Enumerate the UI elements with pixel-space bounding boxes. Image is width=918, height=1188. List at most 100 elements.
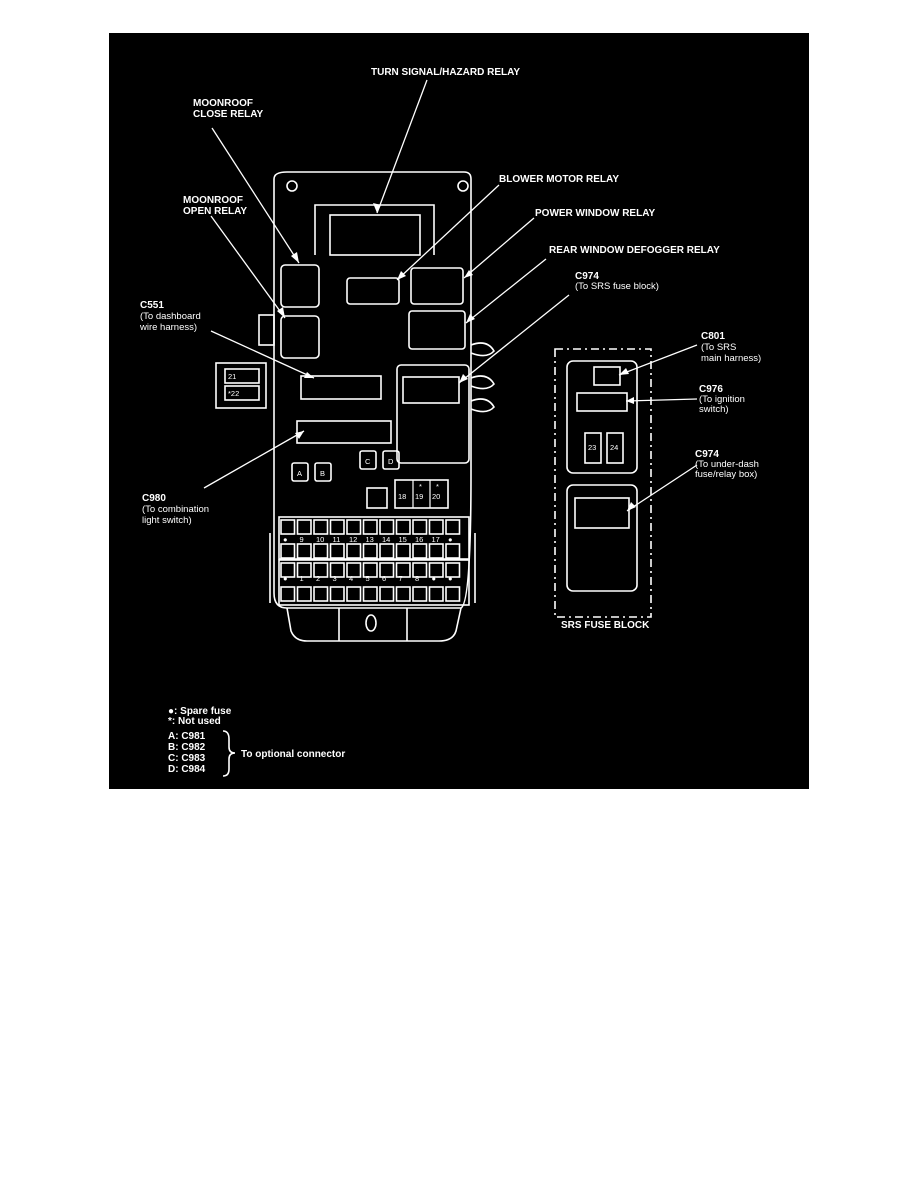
label-c976-desc-line2: switch) bbox=[699, 404, 729, 415]
blower-motor-relay bbox=[346, 277, 400, 305]
label-c974-right-code: C974 bbox=[695, 449, 719, 460]
leader-lines bbox=[203, 79, 698, 512]
label-c976-desc-line1: (To ignition bbox=[699, 394, 745, 405]
label-c974-right-desc-line1: (To under-dash bbox=[695, 459, 759, 470]
fuse-block-18-20 bbox=[394, 479, 449, 509]
c801-connector bbox=[593, 366, 621, 386]
fuse-slot bbox=[362, 543, 378, 559]
fuse-slot bbox=[280, 562, 296, 578]
c976-connector bbox=[576, 392, 628, 412]
mount-hole-left bbox=[286, 180, 298, 192]
label-c801-desc-line1: (To SRS bbox=[701, 342, 736, 353]
fuse-number-labels: 18 19 20 * * 21 *22 23 24 A B C D bbox=[228, 372, 618, 501]
fuse-slot bbox=[445, 562, 461, 578]
label-blower-motor-relay: BLOWER MOTOR RELAY bbox=[499, 174, 619, 185]
fuse-number-bottom: ● bbox=[448, 574, 453, 583]
left-stub bbox=[258, 314, 275, 346]
fuse-slot bbox=[329, 543, 345, 559]
bottom-hole bbox=[365, 614, 377, 632]
power-window-relay bbox=[410, 267, 464, 305]
fuse-num-23: 23 bbox=[588, 443, 596, 452]
fuse-number-top: 12 bbox=[349, 535, 357, 544]
fuse-slot bbox=[280, 586, 296, 602]
fuse-slot bbox=[428, 562, 444, 578]
legend-connector-c: C: C983 bbox=[168, 753, 206, 764]
label-c980-desc-line2: light switch) bbox=[142, 515, 192, 526]
clip-1 bbox=[470, 342, 495, 357]
fuse-slot bbox=[313, 586, 329, 602]
connector-letter-b: B bbox=[320, 469, 325, 478]
fuse-slot bbox=[428, 519, 444, 535]
legend-connector-b: B: C982 bbox=[168, 742, 206, 753]
fuse-slot bbox=[445, 519, 461, 535]
fuse-slot bbox=[362, 519, 378, 535]
fuse-slot bbox=[395, 586, 411, 602]
main-box-outline bbox=[273, 171, 472, 609]
fuse-slot bbox=[329, 562, 345, 578]
connector-d bbox=[382, 450, 400, 470]
fuse-slot bbox=[362, 562, 378, 578]
fuse-slot bbox=[428, 543, 444, 559]
fuse-num-21: 21 bbox=[228, 372, 236, 381]
fuse-num-20: 20 bbox=[432, 492, 440, 501]
fuse-number-top: 10 bbox=[316, 535, 324, 544]
legend-not-used: *: Not used bbox=[168, 716, 221, 727]
fuse-slot bbox=[346, 562, 362, 578]
fuse-number-top: 14 bbox=[382, 535, 390, 544]
legend-brace bbox=[222, 730, 236, 777]
fuse-number-top: 17 bbox=[432, 535, 440, 544]
label-rear-defogger-relay: REAR WINDOW DEFOGGER RELAY bbox=[549, 245, 720, 256]
fuse-22 bbox=[224, 385, 260, 401]
fuse-slot bbox=[313, 543, 329, 559]
fuse-slot bbox=[296, 519, 312, 535]
fuse-slot bbox=[346, 586, 362, 602]
fuse-slot bbox=[412, 562, 428, 578]
connector-c bbox=[359, 450, 377, 470]
fuse-num-24: 24 bbox=[610, 443, 618, 452]
fuse-slot bbox=[329, 586, 345, 602]
fuse-number-bottom: ● bbox=[432, 574, 437, 583]
callout-labels: TURN SIGNAL/HAZARD RELAY MOONROOF CLOSE … bbox=[139, 67, 761, 631]
fuse-number-bottom: 7 bbox=[399, 574, 403, 583]
label-moonroof-open-line2: OPEN RELAY bbox=[183, 206, 247, 217]
fuse-mark-20: * bbox=[436, 482, 439, 491]
fuse-cells bbox=[280, 519, 461, 602]
label-c551-code: C551 bbox=[140, 300, 164, 311]
fuse-slot bbox=[313, 519, 329, 535]
legend-connector-d: D: C984 bbox=[168, 764, 206, 775]
label-c980-desc-line1: (To combination bbox=[142, 504, 209, 515]
label-c551-desc-line1: (To dashboard bbox=[140, 311, 201, 322]
fuse-slot bbox=[329, 519, 345, 535]
fuse-slot bbox=[280, 543, 296, 559]
clip-3 bbox=[470, 398, 495, 413]
fuse-slot bbox=[346, 543, 362, 559]
moonroof-close-relay bbox=[280, 264, 320, 308]
rear-defogger-relay bbox=[408, 310, 466, 350]
label-c974-right-desc-line2: fuse/relay box) bbox=[695, 469, 757, 480]
srs-fuse-block bbox=[554, 348, 652, 618]
fuse-mark-19: * bbox=[419, 482, 422, 491]
side-fuse-holder bbox=[215, 362, 267, 409]
diagram-svg: TURN SIGNAL/HAZARD RELAY MOONROOF CLOSE … bbox=[139, 67, 761, 777]
c974-connector-face bbox=[402, 376, 460, 404]
connector-a bbox=[291, 462, 309, 482]
srs-lower-module bbox=[566, 484, 638, 592]
c974-srs-connector bbox=[574, 497, 630, 529]
fuse-slot bbox=[445, 586, 461, 602]
fuse-relay-box-diagram: TURN SIGNAL/HAZARD RELAY MOONROOF CLOSE … bbox=[109, 33, 809, 789]
fuse-number-bottom: ● bbox=[283, 574, 288, 583]
connector-letter-a: A bbox=[297, 469, 302, 478]
fuse-slot bbox=[296, 562, 312, 578]
fuse-slot bbox=[395, 543, 411, 559]
connector-letter-c: C bbox=[365, 457, 371, 466]
turn-signal-relay bbox=[329, 214, 421, 256]
fuse-21 bbox=[224, 368, 260, 384]
top-housing bbox=[314, 204, 435, 255]
small-block bbox=[366, 487, 388, 509]
fuse-num-19: 19 bbox=[415, 492, 423, 501]
label-c976-code: C976 bbox=[699, 384, 723, 395]
fuse-slot bbox=[412, 543, 428, 559]
fuse-number-bottom: 6 bbox=[382, 574, 386, 583]
srs-fuse-24 bbox=[606, 432, 624, 464]
srs-block-outline bbox=[554, 348, 652, 618]
